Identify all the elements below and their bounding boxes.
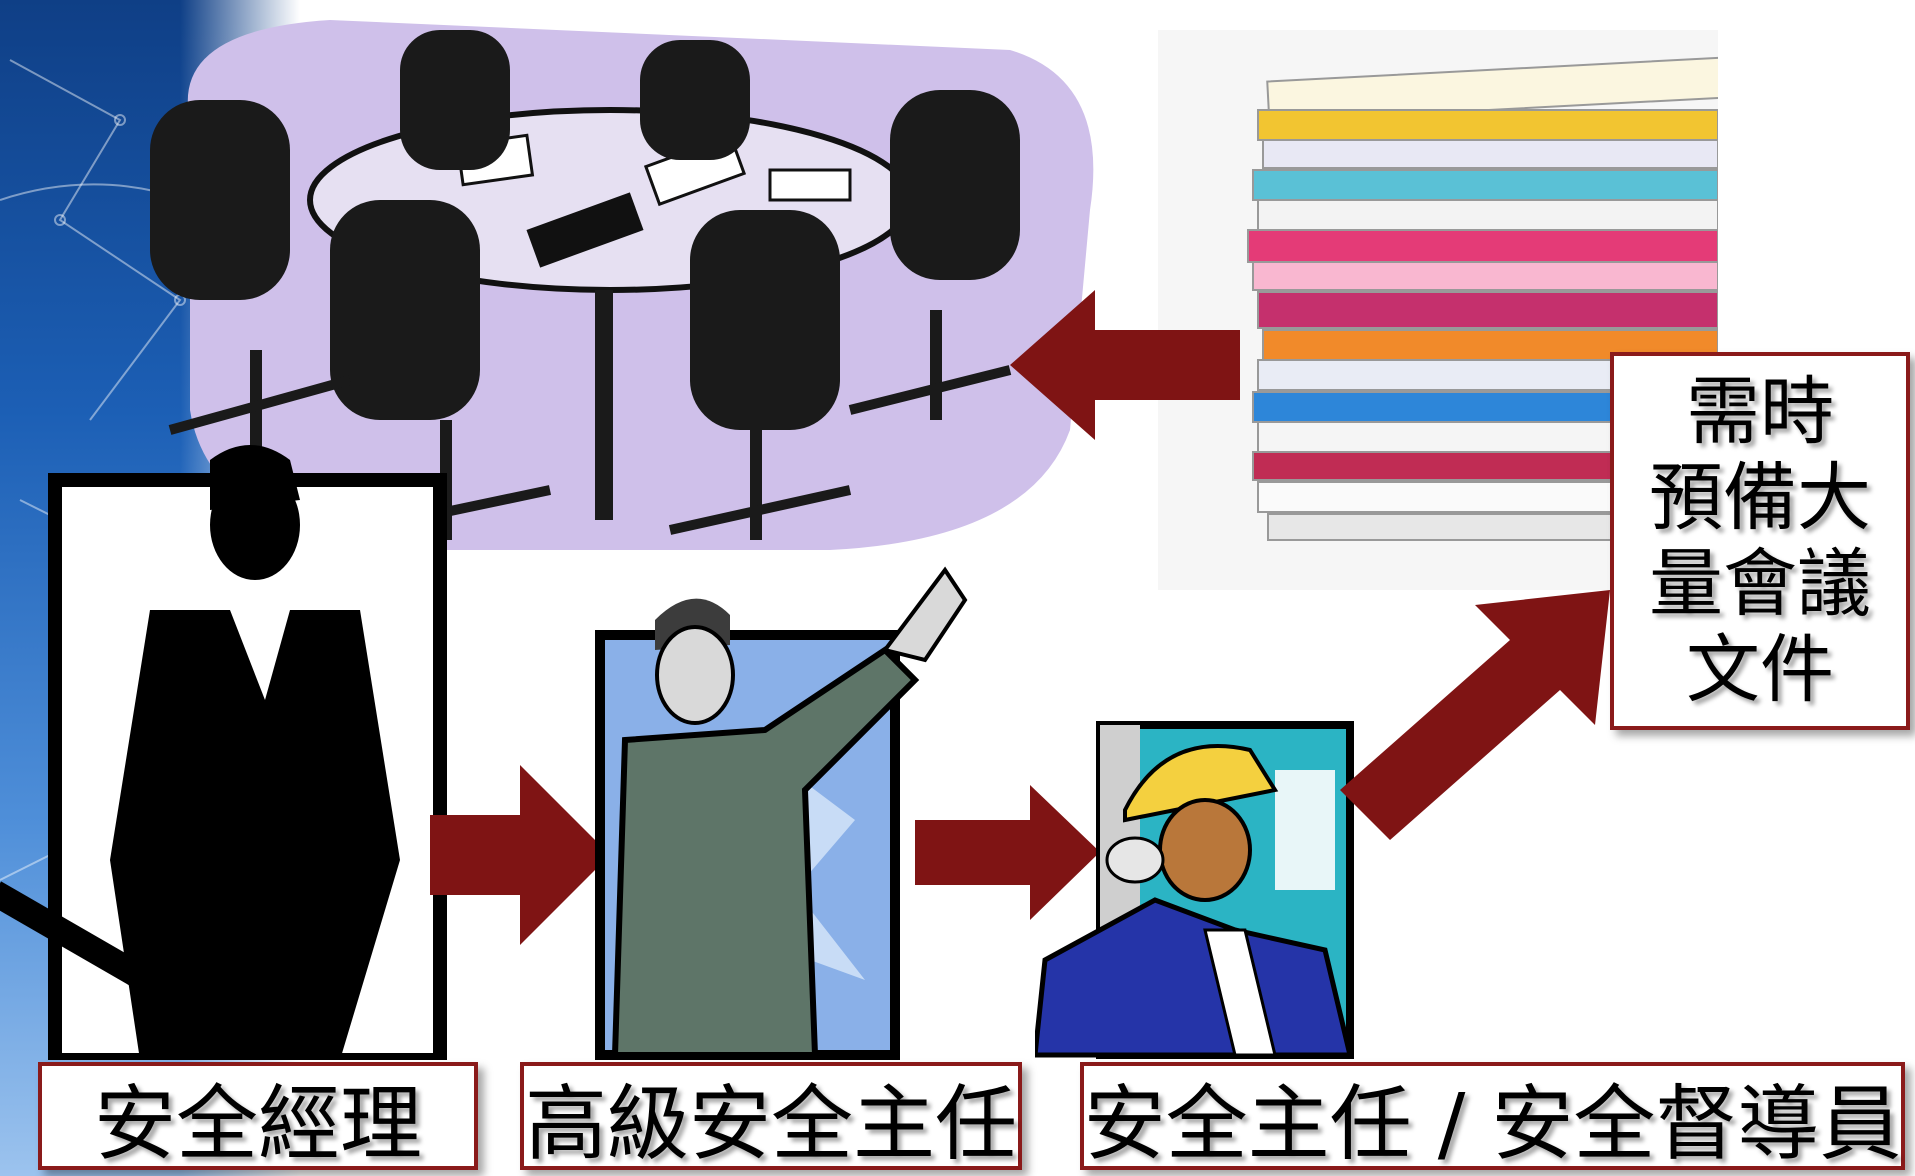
note-line: 需時 [1686, 369, 1834, 455]
safety-officer-icon [1035, 721, 1354, 1059]
senior-officer-label: 高級安全主任 [520, 1062, 1022, 1172]
preparation-note: 需時 預備大 量會議 文件 [1610, 352, 1910, 730]
arrow-officer-to-documents [1340, 590, 1610, 840]
document-stack-icon [1158, 30, 1718, 590]
conference-table-icon [150, 20, 1094, 550]
senior-officer-label-text: 高級安全主任 [524, 1076, 1017, 1172]
officer-label-text: 安全主任 / 安全督導員 [1083, 1076, 1902, 1172]
manager-label-text: 安全經理 [93, 1076, 422, 1172]
note-line: 預備大 [1649, 455, 1871, 541]
arrow-to-meeting [1010, 290, 1240, 440]
arrow-senior-to-officer [915, 785, 1100, 920]
manager-label: 安全經理 [38, 1062, 478, 1172]
arrow-manager-to-senior [430, 765, 610, 945]
safety-manager-icon [0, 445, 447, 1060]
note-line: 文件 [1686, 627, 1834, 713]
senior-safety-officer-icon [595, 566, 968, 1060]
note-line: 量會議 [1649, 541, 1871, 627]
officer-label: 安全主任 / 安全督導員 [1080, 1062, 1905, 1172]
